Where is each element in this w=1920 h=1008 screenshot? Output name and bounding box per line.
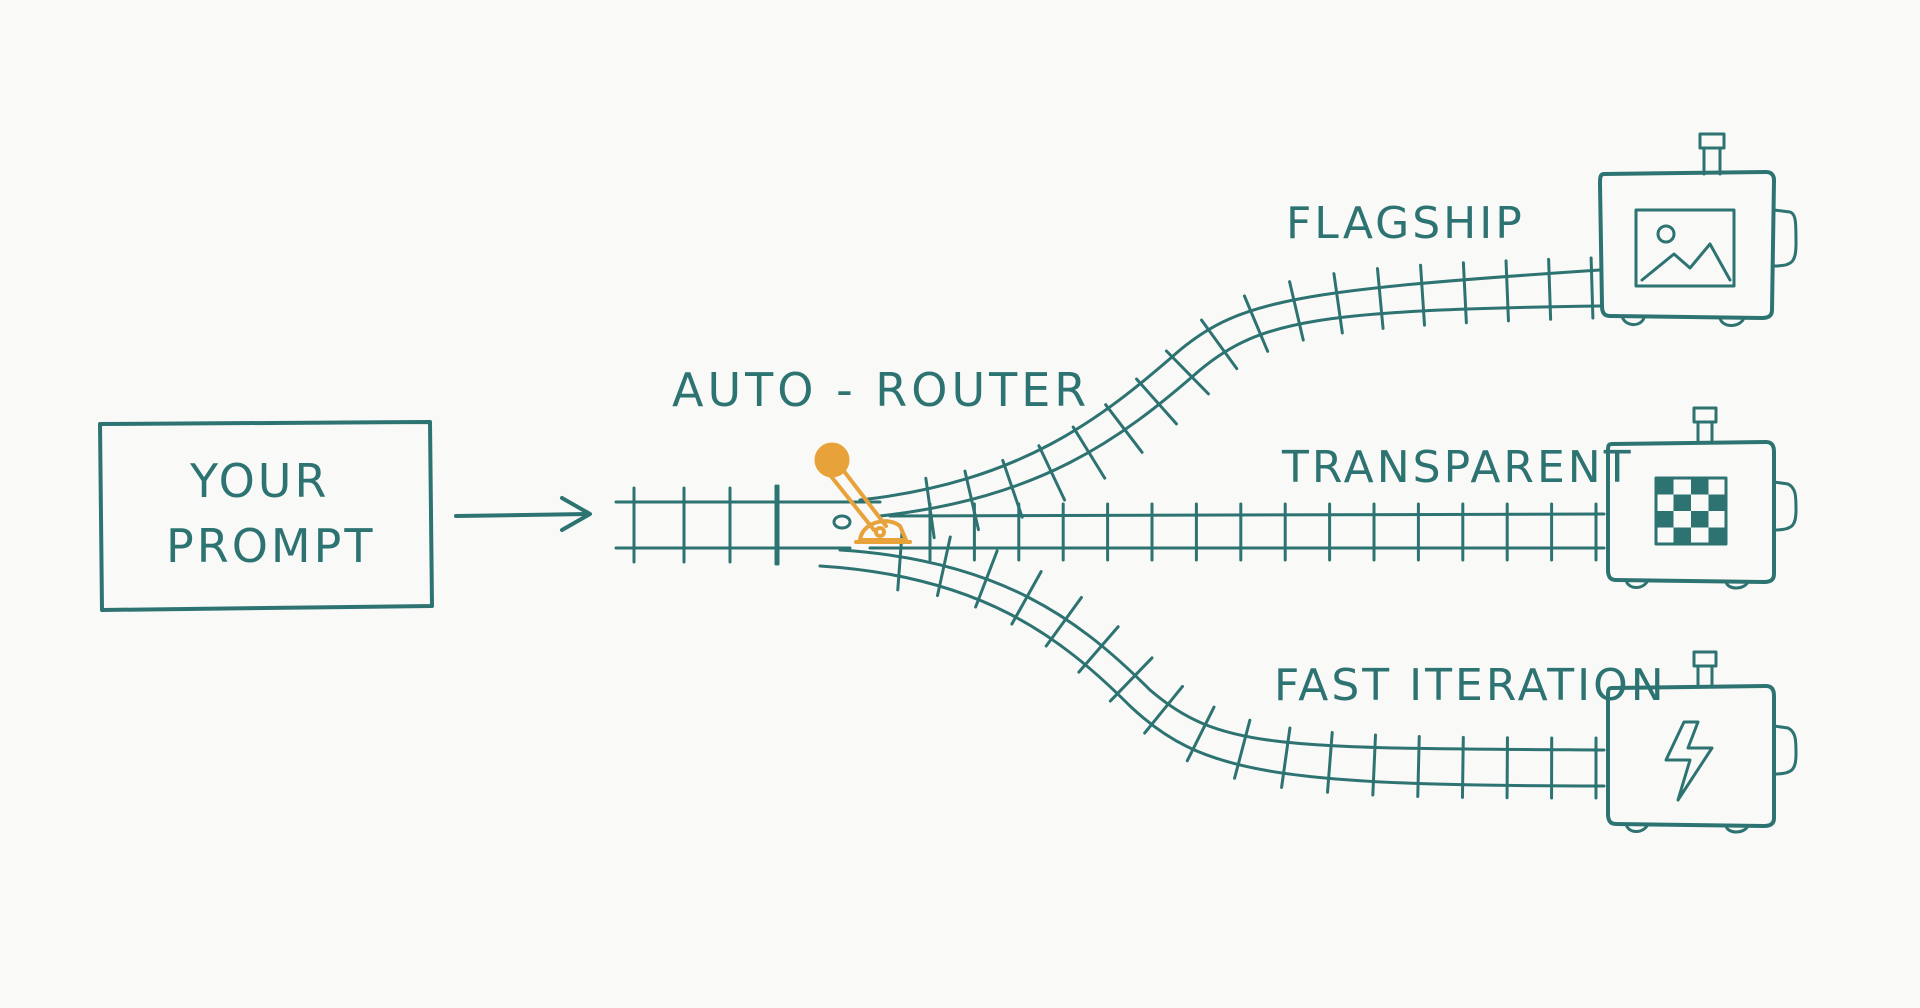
- rail-tie: [1419, 263, 1426, 327]
- route-label-fast: FAST ITERATION: [1274, 660, 1667, 711]
- main-track: [614, 484, 882, 566]
- track-flagship: [858, 256, 1602, 540]
- rail-tie: [974, 549, 999, 609]
- prompt-box: YOUR PROMPT: [98, 420, 434, 612]
- rail-tie: [935, 535, 952, 598]
- rail-tie: [963, 469, 980, 532]
- arrow-icon: [454, 496, 592, 532]
- rail-tie: [1288, 280, 1305, 342]
- rail-tie: [1108, 656, 1154, 703]
- rail-tie: [1104, 403, 1144, 454]
- prompt-line-1: YOUR: [189, 454, 329, 508]
- auto-router-label: AUTO - ROUTER: [672, 363, 1090, 417]
- engine-flagship: [1598, 132, 1798, 327]
- rail-tie: [1143, 684, 1184, 735]
- rail-tie: [1044, 595, 1083, 648]
- rail-tie: [1037, 444, 1067, 502]
- lightning-icon: [1664, 720, 1714, 802]
- rail-tie: [1371, 733, 1377, 797]
- rail-tie: [1461, 261, 1468, 325]
- rail-tie: [1185, 705, 1216, 763]
- rail-tie: [1280, 726, 1292, 789]
- rail-tie: [1504, 259, 1510, 323]
- rail-tie: [1547, 257, 1553, 321]
- rail-tie: [1242, 294, 1270, 353]
- rail-tie: [1010, 570, 1043, 626]
- rail-tie: [1460, 735, 1465, 799]
- rail-tie: [1233, 718, 1252, 780]
- engine-transparent: [1606, 406, 1798, 590]
- rail-tie: [1416, 735, 1421, 798]
- rail-tie: [1375, 267, 1385, 330]
- rail-tie: [1164, 349, 1210, 396]
- rail-tie: [1332, 272, 1344, 335]
- rail-tie: [1071, 425, 1107, 480]
- rail-tie: [1326, 730, 1334, 794]
- track-transparent: [868, 502, 1606, 562]
- route-label-flagship: FLAGSHIP: [1286, 198, 1525, 249]
- route-label-transparent: TRANSPARENT: [1281, 442, 1634, 493]
- switch-lever-icon[interactable]: [814, 442, 912, 544]
- rail-tie: [1135, 377, 1178, 426]
- image-icon: [1634, 208, 1736, 288]
- rail-tie: [1200, 318, 1239, 371]
- engine-fast: [1606, 650, 1798, 834]
- rail-tie: [1077, 625, 1120, 674]
- checkerboard-icon: [1654, 476, 1728, 546]
- rail-tie: [1589, 256, 1595, 320]
- prompt-line-2: PROMPT: [166, 519, 375, 573]
